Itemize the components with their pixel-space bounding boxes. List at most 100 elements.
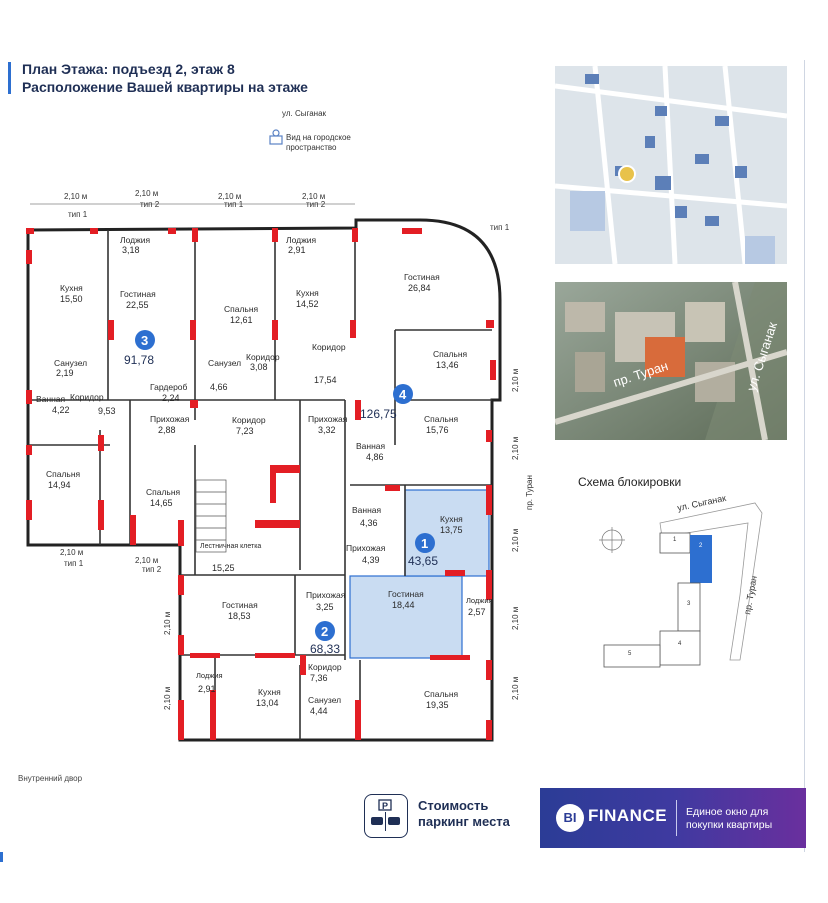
apartment-1-highlight	[349, 575, 463, 659]
room-area: 26,84	[408, 283, 431, 293]
room-name: Лоджия	[286, 235, 317, 245]
room-area: 15,50	[60, 294, 83, 304]
floor-plan: ул. Сыганак Вид на городское пространств…	[26, 109, 534, 742]
corner-mark	[0, 852, 3, 862]
dim-right-4: 2,10 м	[511, 607, 520, 630]
room-name: Лоджия	[466, 596, 493, 605]
room-area: 4,39	[362, 555, 380, 565]
room-name: Ванная	[36, 394, 66, 404]
page-subtitle: Расположение Вашей квартиры на этаже	[22, 79, 308, 95]
block-scheme-title: Схема блокировки	[578, 475, 682, 489]
room-area: 13,04	[256, 698, 279, 708]
apartment-badge-3: 3 91,78	[124, 330, 155, 367]
room-area: 14,94	[48, 480, 71, 490]
room-name: Коридор	[246, 352, 280, 362]
bi-finance-banner[interactable]: BI FINANCE Единое окно для покупки кварт…	[540, 788, 806, 848]
room-name: Прихожая	[150, 414, 190, 424]
street-label-right: пр. Туран	[525, 475, 534, 510]
room-area: 15,25	[212, 563, 235, 573]
type-bottom-2: тип 2	[142, 565, 162, 574]
room-area: 13,75	[440, 525, 463, 535]
dim-right-5: 2,10 м	[511, 677, 520, 700]
room-area: 4,86	[366, 452, 384, 462]
apartment-number-1: 1	[421, 536, 428, 551]
room-name: Спальня	[46, 469, 81, 479]
room-name: Спальня	[433, 349, 468, 359]
location-map[interactable]	[555, 66, 787, 264]
room-name: Коридор	[232, 415, 266, 425]
room-name: Гостиная	[404, 272, 440, 282]
room-name: Гардероб	[150, 382, 188, 392]
room-area: 2,91	[198, 684, 216, 694]
brand-name: FINANCE	[588, 806, 668, 825]
room-name: Коридор	[70, 392, 104, 402]
dim-right-3: 2,10 м	[511, 529, 520, 552]
room-area: 12,61	[230, 315, 253, 325]
banner-text-2: покупки квартиры	[686, 819, 773, 831]
map-streets	[555, 66, 787, 264]
block-label-5: 5	[628, 651, 632, 657]
type-top-2: тип 2	[140, 200, 160, 209]
room-area: 15,76	[426, 425, 449, 435]
left-dimensions: 2,10 м 2,10 м	[163, 612, 172, 710]
parking-price-button[interactable]: P Стоимость паркинг места	[364, 794, 534, 842]
room-area: 3,08	[250, 362, 268, 372]
view-icon	[269, 129, 283, 145]
room-area: 18,53	[228, 611, 251, 621]
room-area: 2,88	[158, 425, 176, 435]
bottom-dimensions: 2,10 м тип 1 2,10 м тип 2	[60, 548, 162, 574]
block-label-1: 1	[673, 537, 677, 543]
room-name: Санузел	[54, 358, 87, 368]
room-name: Санузел	[308, 695, 341, 705]
courtyard-label: Внутренний двор	[18, 774, 83, 783]
room-name: Кухня	[258, 687, 281, 697]
type-top-1: тип 1	[68, 210, 88, 219]
top-dimensions: 2,10 м 2,10 м 2,10 м 2,10 м тип 1 тип 2 …	[30, 189, 510, 232]
apartment-number-4: 4	[399, 387, 407, 402]
street-label-top: ул. Сыганак	[282, 109, 327, 118]
room-labels: Лоджия 3,18 Лоджия 2,91 Кухня 15,50 Гост…	[36, 235, 493, 716]
page-title: План Этажа: подъезд 2, этаж 8	[22, 61, 235, 77]
apartment-number-3: 3	[141, 333, 148, 348]
right-dimensions: 2,10 м 2,10 м 2,10 м 2,10 м 2,10 м пр. Т…	[511, 369, 534, 700]
dim-top-4: 2,10 м	[302, 192, 325, 201]
block-section-2-highlight	[690, 535, 712, 583]
title-accent-bar	[8, 62, 11, 94]
room-name: Прихожая	[306, 590, 346, 600]
room-area: 22,55	[126, 300, 149, 310]
room-name: Кухня	[60, 283, 83, 293]
apartment-area-1: 43,65	[408, 554, 438, 568]
room-area: 9,53	[98, 406, 116, 416]
room-area: 4,22	[52, 405, 70, 415]
dim-right-1: 2,10 м	[511, 369, 520, 392]
room-area: 13,46	[436, 360, 459, 370]
room-area: 3,32	[318, 425, 336, 435]
parking-icon: P	[364, 794, 408, 838]
apartment-badge-4: 4 126,75	[360, 384, 413, 421]
room-area: 3,18	[122, 245, 140, 255]
svg-text:P: P	[382, 801, 388, 811]
room-area: 2,91	[288, 245, 306, 255]
exterior-walls	[26, 218, 502, 742]
room-area: 4,66	[210, 382, 228, 392]
room-name: Гостиная	[388, 589, 424, 599]
block-label-4: 4	[678, 641, 682, 647]
apartment-badge-2: 2 68,33	[310, 621, 340, 656]
dim-top-2: 2,10 м	[135, 189, 158, 198]
room-name: Лестничная клетка	[200, 543, 261, 550]
room-area: 2,24	[162, 393, 180, 403]
view-label-1: Вид на городское	[286, 133, 351, 142]
apartment-area-2: 68,33	[310, 642, 340, 656]
banner-separator	[676, 800, 677, 836]
wall-columns	[26, 228, 496, 740]
room-area: 18,44	[392, 600, 415, 610]
room-area: 4,44	[310, 706, 328, 716]
aerial-render: пр. Туран ул. Сыганак	[555, 282, 787, 440]
parking-label-1: Стоимость	[418, 798, 489, 813]
block-label-2: 2	[699, 543, 703, 549]
apartment-badge-1: 1 43,65	[408, 533, 438, 568]
type-bottom-1: тип 1	[64, 559, 84, 568]
view-label-2: пространство	[286, 143, 337, 152]
apartment-area-3: 91,78	[124, 353, 154, 367]
compass-icon	[599, 527, 625, 553]
